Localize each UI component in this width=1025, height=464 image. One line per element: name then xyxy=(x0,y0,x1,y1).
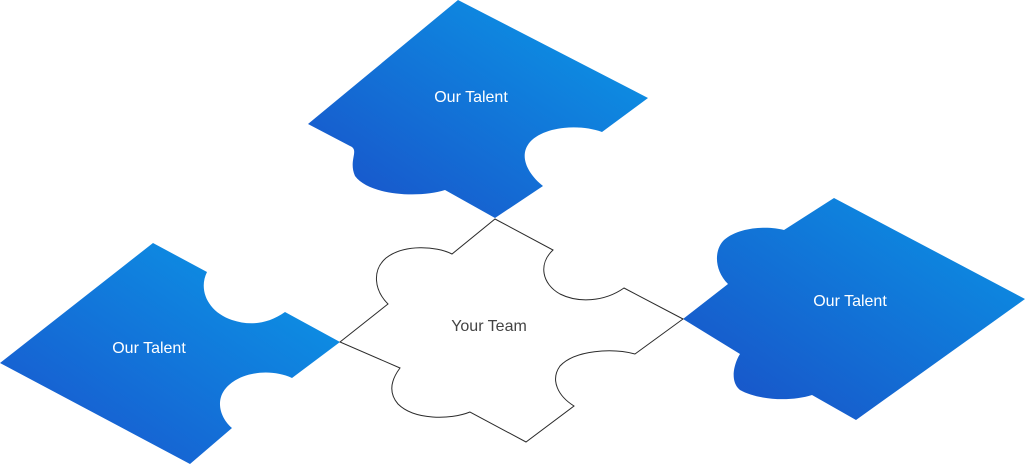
talent-piece-left-label: Our Talent xyxy=(112,340,186,357)
talent-piece-top-shape xyxy=(308,0,648,218)
team-piece-center: Your Team xyxy=(339,218,684,443)
talent-piece-top-label: Our Talent xyxy=(434,89,508,106)
team-piece-center-shape xyxy=(339,218,684,443)
talent-piece-right: Our Talent xyxy=(683,198,1025,420)
talent-piece-left: Our Talent xyxy=(0,243,340,464)
talent-piece-top: Our Talent xyxy=(308,0,648,218)
team-piece-center-label: Your Team xyxy=(451,318,527,335)
talent-piece-left-shape xyxy=(0,243,340,464)
talent-piece-right-shape xyxy=(683,198,1025,420)
talent-piece-right-label: Our Talent xyxy=(813,293,887,310)
